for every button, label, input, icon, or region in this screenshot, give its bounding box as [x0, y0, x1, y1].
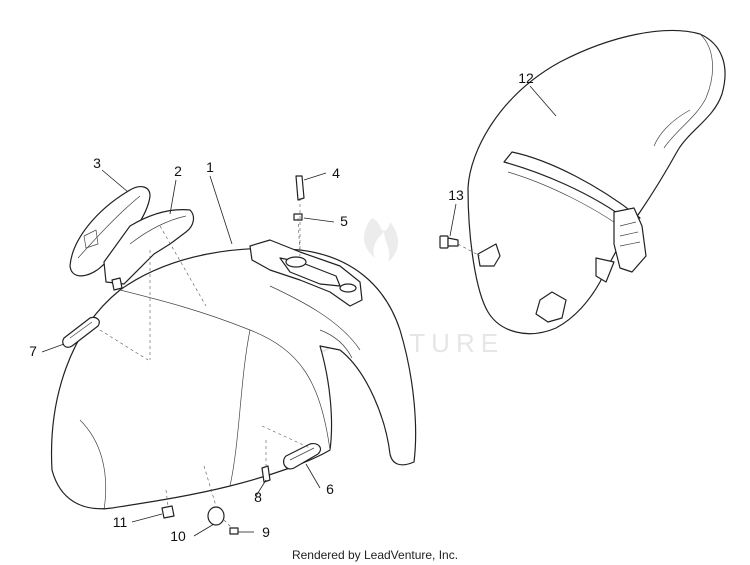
lamp-housing-3 [69, 186, 151, 277]
callout-8: 8 [254, 489, 262, 505]
callout-1: 1 [206, 159, 214, 175]
clip-11 [161, 505, 175, 519]
callout-9: 9 [262, 524, 270, 540]
callout-labels: 1 2 3 4 5 6 7 8 9 10 11 12 13 [29, 70, 534, 544]
leader-lines [41, 85, 557, 537]
callout-5: 5 [340, 213, 348, 229]
callout-6: 6 [326, 481, 334, 497]
callout-10: 10 [170, 528, 186, 544]
clip-4 [295, 175, 305, 201]
clip-8 [261, 465, 271, 483]
bracket-2 [103, 209, 195, 291]
callout-11: 11 [113, 514, 128, 530]
alignment-lines [99, 198, 481, 529]
callout-3: 3 [93, 155, 101, 171]
grommet-10 [207, 506, 225, 526]
screw-9 [229, 527, 239, 535]
callout-4: 4 [332, 165, 340, 181]
bolt-13 [439, 235, 459, 249]
rear-fender [467, 29, 726, 335]
callout-7: 7 [29, 343, 37, 359]
callout-13: 13 [448, 187, 464, 203]
footer-credit: Rendered by LeadVenture, Inc. [291, 548, 459, 562]
front-fender [50, 239, 417, 511]
callout-12: 12 [518, 70, 534, 86]
reflector-6 [282, 443, 322, 470]
callout-2: 2 [174, 163, 182, 179]
reflector-7 [62, 316, 100, 348]
